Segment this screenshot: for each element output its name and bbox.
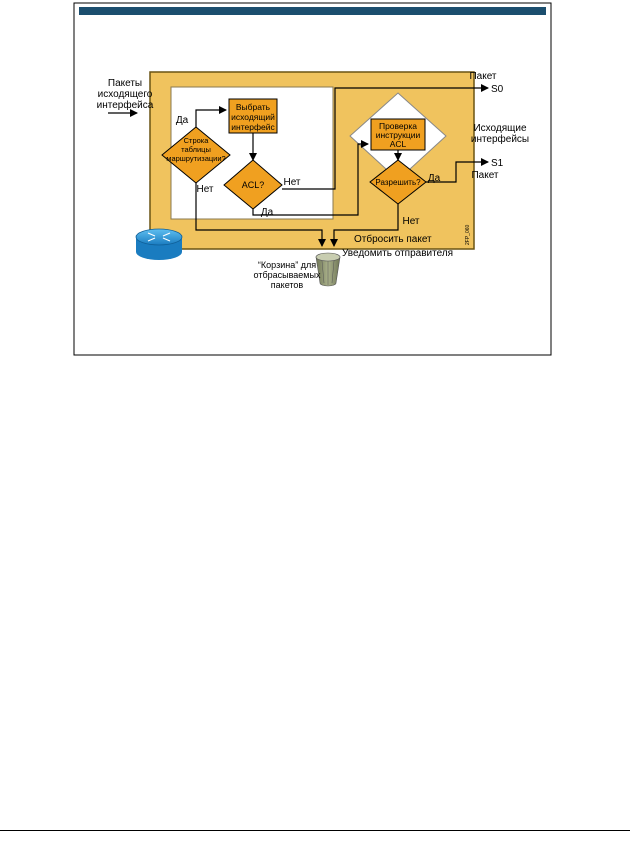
drop-packet-label: Отбросить пакет <box>354 233 432 245</box>
select-interface-line1: Выбрать <box>236 102 271 112</box>
select-interface-line2: исходящий <box>231 112 275 122</box>
title-banner <box>79 7 546 15</box>
s0-port-label: S0 <box>491 84 504 95</box>
trash-caption-line2: отбрасываемых <box>254 270 321 280</box>
select-interface-line3: интерфейс <box>231 122 275 132</box>
outgoing-interfaces-line1: Исходящие <box>473 123 526 134</box>
routing-decision-line2: таблицы <box>181 145 211 154</box>
routing-no-to-trash-arrow <box>195 183 326 247</box>
routing-table-decision <box>161 126 231 184</box>
permit-yes-to-s1-arrow <box>426 158 489 183</box>
figure-id: 2FP_060 <box>465 224 471 245</box>
input-label-line1: Пакеты <box>108 78 142 89</box>
permit-no-to-trash-arrow <box>330 204 399 247</box>
s0-packet-label: Пакет <box>469 71 496 82</box>
check-acl-box <box>370 118 426 151</box>
permit-decision-label: Разрешить? <box>375 178 421 187</box>
input-label-line3: интерфейса <box>97 99 154 111</box>
trash-can-icon <box>315 252 341 287</box>
outgoing-interfaces-line2: интерфейсы <box>471 133 529 145</box>
s1-port-label: S1 <box>491 158 504 169</box>
acl-decision-label: ACL? <box>242 180 265 190</box>
routing-decision-line1: Строка <box>184 136 210 145</box>
notify-sender-label: Уведомить отправителя <box>342 248 453 259</box>
permit-yes-label: Да <box>428 173 441 184</box>
acl-decision <box>223 159 283 210</box>
trash-caption-line1: “Корзина” для <box>258 260 316 270</box>
trash-caption-line3: пакетов <box>271 280 304 290</box>
check-acl-line3: ACL <box>390 139 407 149</box>
routing-yes-label: Да <box>176 115 189 126</box>
permit-decision <box>369 159 427 205</box>
check-acl-line1: Проверка <box>379 121 417 131</box>
yes-routing-arrow <box>195 106 227 127</box>
routing-decision-line3: маршрутизации? <box>166 154 225 163</box>
routing-no-label: Нет <box>196 184 213 195</box>
select-interface-box <box>228 98 278 134</box>
router-icon <box>135 228 183 260</box>
permit-no-label: Нет <box>402 216 419 227</box>
s1-packet-label: Пакет <box>471 170 498 181</box>
acl-yes-to-check-arrow <box>252 140 369 216</box>
acl-no-to-s0-arrow <box>282 84 489 190</box>
acl-yes-label: Да <box>261 207 274 218</box>
acl-no-label: Нет <box>283 177 300 188</box>
input-label-line2: исходящего <box>98 89 153 100</box>
page-footer-rule <box>0 830 630 831</box>
check-acl-line2: инструкции <box>376 130 421 140</box>
